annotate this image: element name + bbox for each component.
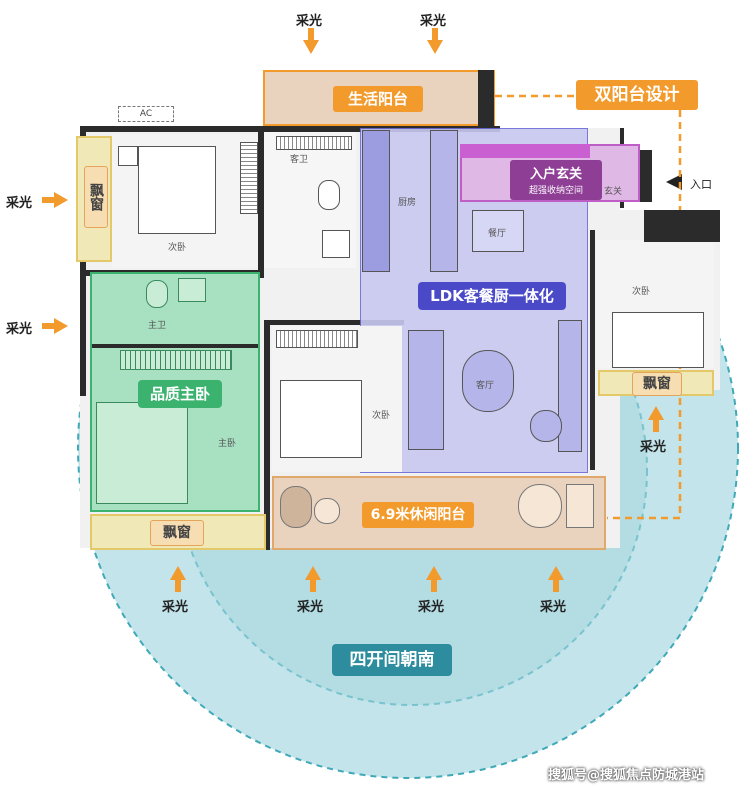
entrance-door: [640, 150, 652, 202]
entrance-hall-tag: 入户玄关 超强收纳空间: [510, 160, 602, 200]
room-label-keting: 客厅: [476, 381, 495, 391]
sunlight-label-top-1: 采光: [296, 14, 323, 29]
watermark: 搜狐号@搜狐焦点防城港站: [548, 768, 705, 783]
balcony-round-table: [518, 484, 562, 528]
sunlight-arrow-up-icon: [426, 566, 442, 592]
kitchen-counter: [362, 130, 390, 272]
sunlight-arrow-up-icon: [170, 566, 186, 592]
double-balcony-label: 双阳台设计: [576, 80, 698, 110]
room-label-canting: 餐厅: [488, 229, 507, 239]
sunlight-arrow-up-icon: [305, 566, 321, 592]
bay-window-bottom-label: 飘窗: [150, 520, 204, 546]
room-label-xuanguan: 玄关: [604, 187, 623, 197]
bed: [138, 146, 216, 234]
room-label-chufang: 厨房: [398, 198, 417, 208]
shower: [276, 136, 352, 150]
entrance-hall-sublabel: 超强收纳空间: [528, 186, 583, 196]
toilet: [318, 180, 340, 210]
room-label-zhuwei: 主卫: [148, 321, 167, 331]
balcony-bench: [566, 484, 594, 528]
armchair: [530, 410, 562, 442]
right-bed: [612, 312, 704, 368]
balcony-plant: [280, 486, 312, 528]
leisure-balcony-label: 6.9米休闲阳台: [362, 502, 474, 528]
sunlight-label-right: 采光: [640, 440, 667, 455]
room-label-kewei: 客卫: [290, 155, 309, 165]
sunlight-label-bottom-1: 采光: [162, 600, 189, 615]
sunlight-arrow-down-icon: [427, 28, 443, 54]
ldk-label: LDK客餐厨一体化: [418, 282, 566, 310]
balcony-chair: [314, 498, 340, 524]
wall: [590, 230, 595, 470]
nightstand: [118, 146, 138, 166]
entrance-label: 入口: [690, 178, 712, 191]
master-sink: [178, 278, 206, 302]
entrance-cabinet: [460, 144, 590, 158]
life-balcony-label: 生活阳台: [333, 86, 423, 112]
kitchen-island: [430, 130, 458, 272]
room-label-zhuwo: 主卧: [218, 439, 237, 449]
sunlight-arrow-down-icon: [303, 28, 319, 54]
master-toilet: [146, 280, 168, 308]
dining-table: [472, 210, 524, 252]
room-label-ciwo-2: 次卧: [372, 411, 391, 421]
sunlight-label-left-1: 采光: [6, 196, 33, 211]
room-label-ciwo-3: 次卧: [632, 287, 651, 297]
ac-unit: AC: [118, 106, 174, 122]
master-wardrobe: [120, 350, 232, 370]
master-bedroom-label: 品质主卧: [138, 380, 222, 408]
wall: [80, 126, 500, 132]
sunlight-label-bottom-4: 采光: [540, 600, 567, 615]
tv-cabinet: [558, 320, 582, 452]
sink: [322, 230, 350, 258]
entrance-arrow-icon: [666, 174, 682, 190]
middle-wardrobe: [276, 330, 358, 348]
bay-window-text: 飘窗: [88, 183, 104, 211]
south-facing-label: 四开间朝南: [332, 644, 452, 676]
sunlight-label-top-2: 采光: [420, 14, 447, 29]
wall: [258, 128, 264, 278]
sunlight-arrow-right-icon: [42, 192, 68, 208]
ac-label: AC: [139, 109, 153, 119]
sunlight-label-left-2: 采光: [6, 322, 33, 337]
sofa: [408, 330, 444, 450]
sunlight-arrow-right-icon: [42, 318, 68, 334]
room-label-ciwo-1: 次卧: [168, 243, 187, 253]
entrance-hall-label: 入户玄关: [529, 167, 582, 182]
middle-bed: [280, 380, 362, 458]
sunlight-arrow-up-icon: [648, 406, 664, 432]
sunlight-label-bottom-3: 采光: [418, 600, 445, 615]
coffee-table: [462, 350, 514, 412]
right-utility: [644, 210, 720, 242]
master-bed: [96, 402, 188, 504]
sunlight-label-bottom-2: 采光: [297, 600, 324, 615]
wall: [264, 320, 404, 325]
master-bath-divider: [92, 344, 258, 348]
bay-window-left-top-label: 飘窗: [84, 166, 108, 228]
wardrobe: [240, 142, 258, 214]
bay-window-right-label: 飘窗: [632, 372, 682, 396]
life-balcony-wall: [478, 70, 494, 126]
wall: [264, 320, 270, 550]
sunlight-arrow-up-icon: [548, 566, 564, 592]
